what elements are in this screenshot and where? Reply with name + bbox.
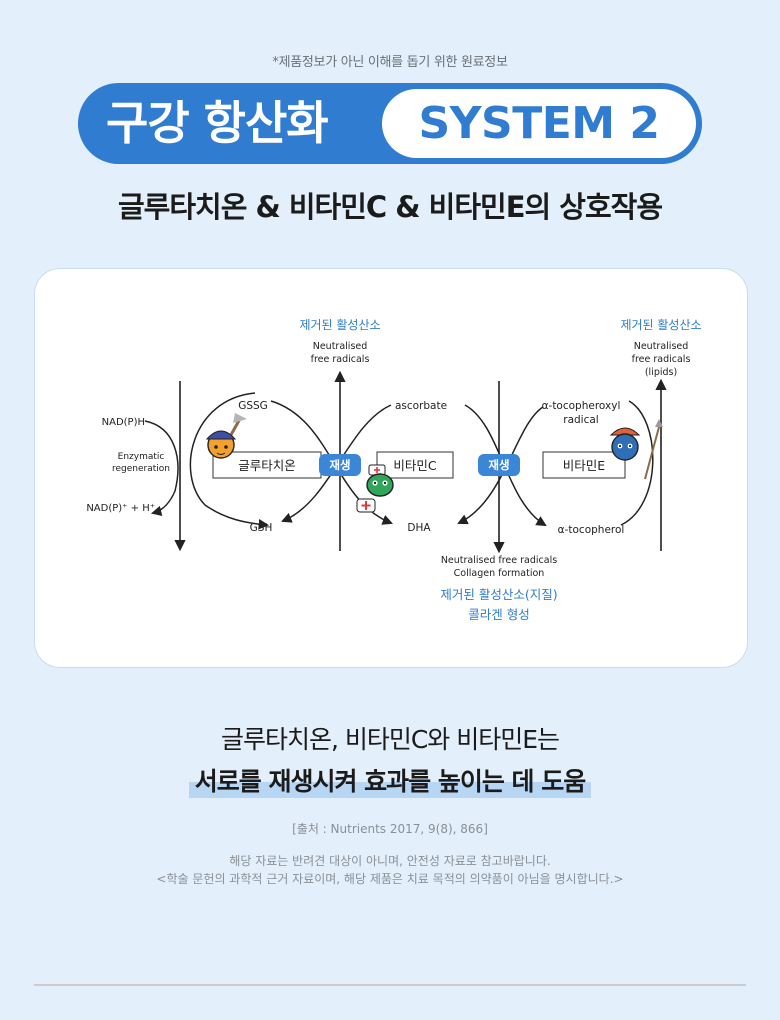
summary-line-2: 서로를 재생시켜 효과를 높이는 데 도움: [188, 762, 592, 798]
top-label-2-en-2: free radicals: [632, 354, 691, 365]
ascorbate-label: ascorbate: [395, 400, 447, 412]
right-curve: [620, 400, 654, 526]
bottom-label-ko-1: 제거된 활성산소(지질): [440, 587, 557, 602]
enzymatic-label-1: Enzymatic: [118, 452, 165, 462]
bottom-divider: [34, 984, 746, 986]
nadp-label: NAD(P)⁺ + H⁺: [86, 503, 155, 514]
regen-badge-2: [478, 454, 520, 476]
info-notice: *제품정보가 아닌 이해를 돕기 위한 원료정보: [272, 55, 508, 70]
gsh-label: GSH: [250, 522, 273, 534]
disclaimer: 해당 자료는 반려견 대상이 아니며, 안전성 자료로 참고바랍니다. <학술 …: [0, 852, 780, 888]
top-label-2-ko: 제거된 활성산소: [620, 318, 701, 332]
regen-badge-2-label: 재생: [488, 458, 509, 472]
bottom-label-en-1: Neutralised free radicals: [441, 555, 557, 566]
top-label-1-ko: 제거된 활성산소: [299, 318, 380, 332]
antioxidant-cycle-diagram: 제거된 활성산소 Neutralised free radicals 제거된 활…: [86, 318, 701, 622]
vitamin-e-mascot-icon: [609, 419, 663, 480]
glutathione-mascot-icon: [205, 413, 247, 459]
tocopheroxyl-label-1: α-tocopheroxyl: [542, 400, 621, 412]
gssg-gsh-curve: [189, 392, 270, 530]
regen-badge-1: [319, 454, 361, 476]
top-label-2-en-1: Neutralised: [634, 341, 689, 352]
nadph-label: NAD(P)H: [102, 417, 145, 428]
bottom-label-ko-2: 콜라겐 형성: [468, 607, 529, 622]
glutathione-box-label: 글루타치온: [238, 458, 296, 473]
tocopheroxyl-label-2: radical: [563, 414, 598, 426]
tocopherol-label: α-tocopherol: [558, 524, 625, 536]
summary-line-1: 글루타치온, 비타민C와 비타민E는: [220, 725, 560, 754]
dha-label: DHA: [407, 522, 431, 534]
nadph-curve: [144, 420, 179, 517]
enzymatic-label-2: regeneration: [112, 464, 170, 474]
disclaimer-line-1: 해당 자료는 반려견 대상이 아니며, 안전성 자료로 참고바랍니다.: [229, 854, 551, 868]
system-badge-label: SYSTEM 2: [382, 89, 696, 158]
vitamin-e-box-label: 비타민E: [563, 458, 606, 473]
page-subtitle: 글루타치온 & 비타민C & 비타민E의 상호작용: [117, 190, 663, 224]
title-badge-label: 구강 항산화: [106, 96, 329, 150]
top-label-1-en-1: Neutralised: [313, 341, 368, 352]
summary-line-2-wrap: 서로를 재생시켜 효과를 높이는 데 도움: [0, 762, 780, 798]
top-label-1-en-2: free radicals: [311, 354, 370, 365]
vitamin-e-box: [542, 451, 626, 479]
top-label-2-en-3: (lipids): [645, 367, 677, 378]
title-badge: 구강 항산화 SYSTEM 2: [78, 83, 702, 164]
vitamin-c-mascot-icon: [356, 464, 394, 513]
diagram-card: 제거된 활성산소 Neutralised free radicals 제거된 활…: [34, 268, 748, 668]
source-citation: [출처 : Nutrients 2017, 9(8), 866]: [292, 822, 488, 836]
bottom-label-en-2: Collagen formation: [454, 568, 545, 579]
disclaimer-line-2: <학술 문헌의 과학적 근거 자료이며, 해당 제품은 치료 목적의 의약품이 …: [156, 872, 624, 886]
gssg-label: GSSG: [238, 400, 268, 412]
vitamin-c-box-label: 비타민C: [393, 458, 437, 473]
regen-badge-1-label: 재생: [329, 458, 350, 472]
